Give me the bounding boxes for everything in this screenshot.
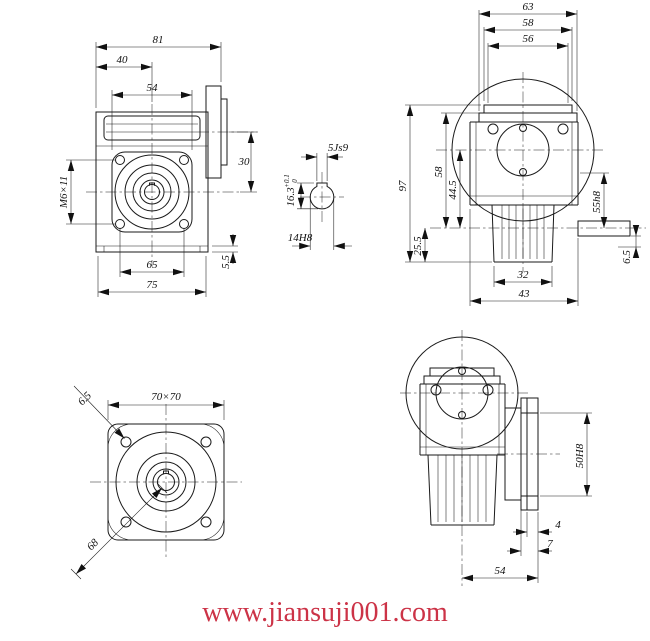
- shaft-section-dimensions: 5Js9 16.3 +0.1 0 14H8: [283, 142, 352, 250]
- output-view-linework: [400, 330, 560, 586]
- dim-label-97: 97: [397, 180, 409, 192]
- dim-label-16-3-tol-lower: 0: [291, 179, 299, 183]
- dim-label-44-5: 44.5: [447, 180, 459, 200]
- dim-label-40: 40: [117, 54, 129, 66]
- dim-label-70x70: 70×70: [151, 391, 181, 403]
- dim-label-25-5: 25.5: [412, 236, 424, 256]
- dim-label-50h8: 50H8: [574, 443, 586, 468]
- dim-label-55h8: 55h8: [591, 191, 603, 214]
- dim-label-58-left: 58: [433, 166, 445, 178]
- dim-label-16-3: 16.3: [285, 187, 297, 207]
- front-view: 81 40 54 M6×11 30 65 75 5.5: [58, 34, 258, 297]
- flange-face-view: 70×70 6.5 68: [70, 385, 242, 580]
- front-view-dimensions: 81 40 54 M6×11 30 65 75 5.5: [58, 34, 257, 297]
- dim-label-68: 68: [85, 536, 102, 553]
- dim-label-m6x11: M6×11: [58, 176, 70, 209]
- side-view: 63 58 56 97 58 44.5 25.5 55h8 6.5: [397, 1, 646, 306]
- dim-label-43: 43: [519, 288, 531, 300]
- dim-label-63: 63: [523, 1, 535, 13]
- flange-view-dimensions: 70×70 6.5 68: [70, 385, 225, 580]
- side-view-linework: [430, 72, 646, 272]
- dim-label-54: 54: [147, 82, 159, 94]
- dim-label-30: 30: [238, 156, 251, 168]
- flange-view-linework: [90, 404, 242, 560]
- dim-label-5-5: 5.5: [220, 255, 232, 269]
- dim-label-81: 81: [153, 34, 164, 46]
- output-view-dimensions: 50H8 4 7 54: [462, 412, 592, 583]
- dim-label-5js9: 5Js9: [328, 142, 349, 154]
- dim-label-6-5-side: 6.5: [621, 250, 633, 264]
- dim-label-54: 54: [495, 565, 507, 577]
- front-view-linework: [86, 85, 258, 266]
- watermark-text: www.jiansuji001.com: [202, 597, 448, 628]
- side-view-dimensions: 63 58 56 97 58 44.5 25.5 55h8 6.5: [397, 1, 641, 306]
- output-side-view: 50H8 4 7 54: [400, 330, 592, 586]
- dim-label-6-5-hole: 6.5: [76, 389, 95, 408]
- dim-label-58-top: 58: [523, 17, 535, 29]
- dim-label-56: 56: [523, 33, 535, 45]
- dim-label-7: 7: [547, 538, 553, 550]
- dim-label-32: 32: [517, 269, 530, 281]
- shaft-key-section: 5Js9 16.3 +0.1 0 14H8: [283, 142, 352, 250]
- dim-label-65: 65: [147, 259, 159, 271]
- dim-label-14h8: 14H8: [288, 232, 313, 244]
- dim-label-4: 4: [555, 519, 561, 531]
- dim-label-75: 75: [147, 279, 159, 291]
- shaft-section-linework: [300, 172, 344, 222]
- dim-label-16-3-tol-upper: +0.1: [283, 174, 291, 187]
